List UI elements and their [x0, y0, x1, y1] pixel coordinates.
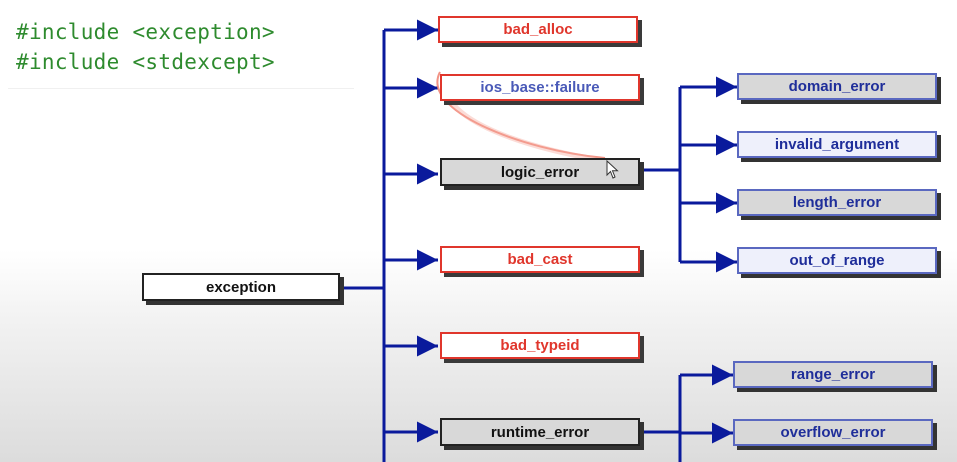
- mouse-cursor-icon: [606, 160, 619, 179]
- range-error-label: range_error: [790, 366, 876, 383]
- domain-error-node[interactable]: domain_error: [737, 73, 937, 100]
- length-error-label: length_error: [792, 194, 882, 211]
- invalid-argument-label: invalid_argument: [774, 136, 900, 153]
- domain-error-label: domain_error: [788, 78, 886, 95]
- bad-typeid-label: bad_typeid: [500, 337, 580, 354]
- runtime-error-label: runtime_error: [490, 423, 590, 441]
- invalid-argument-node[interactable]: invalid_argument: [737, 131, 937, 158]
- annotation-arc: [436, 71, 606, 159]
- range-error-node[interactable]: range_error: [733, 361, 933, 388]
- out-of-range-label: out_of_range: [789, 252, 885, 269]
- bad-cast-label: bad_cast: [507, 251, 573, 268]
- include-exception-line: #include <exception>: [16, 20, 275, 44]
- ios-base-failure-label: ios_base::failure: [480, 79, 600, 96]
- runtime-error-node[interactable]: runtime_error: [440, 418, 640, 446]
- logic-error-label: logic_error: [500, 163, 580, 181]
- bad-typeid-node[interactable]: bad_typeid: [440, 332, 640, 359]
- exception-node[interactable]: exception: [142, 273, 340, 301]
- annotation-arc-shade: [447, 98, 601, 163]
- out-of-range-node[interactable]: out_of_range: [737, 247, 937, 274]
- overflow-error-node[interactable]: overflow_error: [733, 419, 933, 446]
- ios-base-failure-node[interactable]: ios_base::failure: [440, 74, 640, 101]
- code-snippet: #include <exception> #include <stdexcept…: [8, 0, 354, 89]
- bad-cast-node[interactable]: bad_cast: [440, 246, 640, 273]
- include-stdexcept-line: #include <stdexcept>: [16, 50, 275, 74]
- bad-alloc-node[interactable]: bad_alloc: [438, 16, 638, 43]
- exception-label: exception: [205, 278, 277, 296]
- length-error-node[interactable]: length_error: [737, 189, 937, 216]
- overflow-error-label: overflow_error: [780, 424, 886, 441]
- bad-alloc-label: bad_alloc: [503, 21, 573, 38]
